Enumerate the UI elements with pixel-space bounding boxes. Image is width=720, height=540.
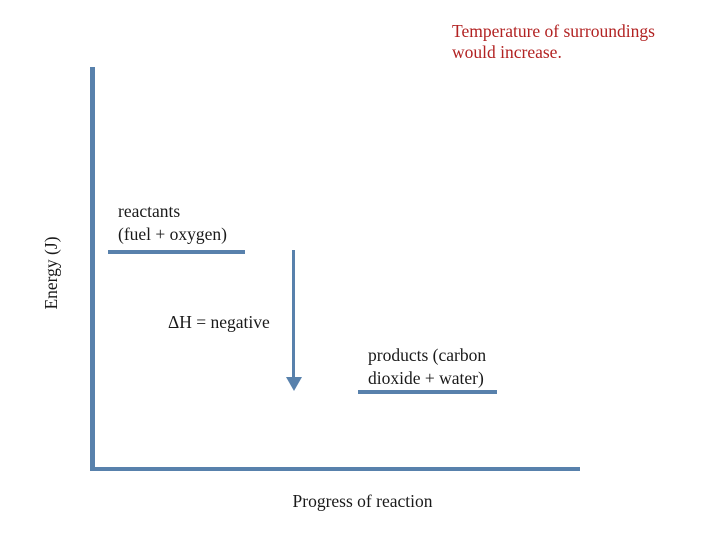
products-label-line1: products (carbon	[368, 345, 487, 365]
products-label-line2: dioxide + water)	[368, 368, 484, 388]
x-axis-label: Progress of reaction	[292, 491, 433, 511]
arrow-down-icon	[286, 377, 302, 391]
reactants-label-line1: reactants	[118, 201, 181, 221]
reactants-level-line	[108, 250, 245, 254]
reactants-label-line2: (fuel + oxygen)	[118, 224, 227, 244]
x-axis-line	[90, 467, 580, 471]
y-axis-label: Energy (J)	[41, 236, 61, 310]
y-axis-line	[90, 67, 95, 471]
delta-h-arrow-shaft	[292, 250, 295, 378]
delta-h-label: ΔH = negative	[168, 312, 270, 332]
temperature-annotation-line2: would increase.	[452, 42, 562, 62]
temperature-annotation: Temperature of surroundings would increa…	[452, 21, 702, 63]
reactants-label: reactants (fuel + oxygen)	[118, 200, 227, 246]
products-level-line	[358, 390, 497, 394]
temperature-annotation-line1: Temperature of surroundings	[452, 21, 655, 41]
products-label: products (carbon dioxide + water)	[368, 344, 486, 390]
